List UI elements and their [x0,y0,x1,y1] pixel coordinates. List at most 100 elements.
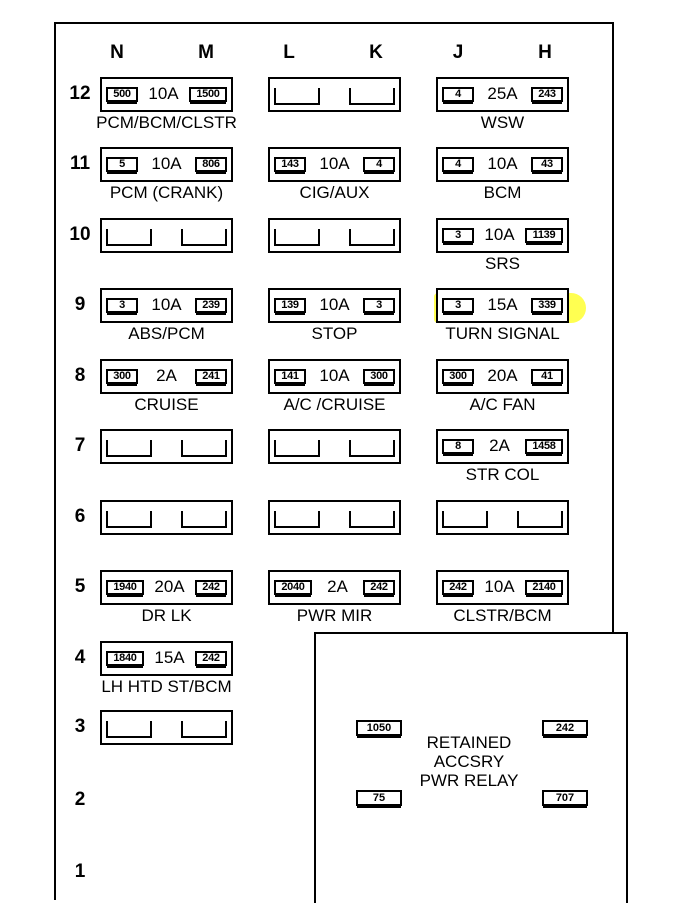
fuse-caption: WSW [480,112,525,132]
fuse-caption: PCM (CRANK) [109,182,224,202]
fuse-terminal-b [349,510,395,528]
fuse-rating: 2A [156,366,177,385]
fuse-terminal-b [181,720,227,738]
fuse-slot: 4 43 10A [436,146,569,182]
fuse-terminal-a: 4 [442,86,474,102]
row-label-4: 4 [74,647,86,668]
fuse-terminal-b: 1500 [189,86,227,102]
fuse-slot: 300 41 20A [436,358,569,394]
fuse-terminal-a: 3 [442,227,474,243]
fuse-slot [268,428,401,464]
fuse-terminal-a: 300 [442,368,474,384]
fuse-terminal-a: 1940 [106,579,144,595]
fuse-terminal-b: 41 [531,368,563,384]
fuse-rating: 10A [148,84,179,103]
fuse-rating: 20A [487,366,518,385]
fuse-terminal-b [349,228,395,246]
fuse-slot: 2040 242 2A [268,569,401,605]
fuse-slot [268,499,401,535]
fuse-rating: 10A [319,154,350,173]
fuse-terminal-a [442,510,488,528]
fuse-terminal-a: 3 [106,297,138,313]
fuse-terminal-b [349,87,395,105]
fuse-rating: 2A [327,577,348,596]
fuse-caption: ABS/PCM [128,323,205,343]
relay-label-line-3: PWR RELAY [419,771,519,790]
fuse-terminal-a: 3 [442,297,474,313]
fuse-terminal-a: 5 [106,156,138,172]
relay-terminal-top-right: 242 [542,720,588,736]
row-label-9: 9 [74,294,86,315]
fuse-terminal-b [181,228,227,246]
fuse-terminal-b: 4 [363,156,395,172]
fuse-terminal-a [106,228,152,246]
column-label-m: M [198,42,214,63]
fuse-terminal-b [181,439,227,457]
column-label-n: N [110,42,124,63]
fuse-terminal-a [106,720,152,738]
row-label-3: 3 [74,716,86,737]
fuse-caption: TURN SIGNAL [445,323,560,343]
fuse-terminal-a: 4 [442,156,474,172]
fuse-caption: STOP [311,323,358,343]
fuse-caption: SRS [485,253,520,273]
fuse-terminal-b: 242 [195,579,227,595]
fuse-rating: 10A [487,154,518,173]
fuse-terminal-b: 300 [363,368,395,384]
row-label-8: 8 [74,365,86,386]
fuse-rating: 2A [489,436,510,455]
fuse-slot: 3 339 15A [436,287,569,323]
fuse-terminal-a: 141 [274,368,306,384]
fuse-rating: 15A [487,295,518,314]
fuse-terminal-a: 2040 [274,579,312,595]
fuse-terminal-a [274,510,320,528]
fuse-rating: 10A [319,366,350,385]
fuse-terminal-a [274,439,320,457]
relay-terminal-bottom-left: 75 [356,790,402,806]
row-label-2: 2 [74,789,86,810]
fuse-terminal-b: 242 [363,579,395,595]
fuse-rating: 10A [151,295,182,314]
column-label-l: L [283,42,295,63]
fuse-terminal-b: 1458 [525,438,563,454]
fuse-slot [100,709,233,745]
relay-label-line-1: RETAINED [426,733,512,752]
fuse-caption: STR COL [465,464,540,484]
fuse-terminal-b: 806 [195,156,227,172]
fuse-terminal-b: 3 [363,297,395,313]
fuse-rating: 10A [151,154,182,173]
fuse-terminal-b [181,510,227,528]
fuse-terminal-b: 243 [531,86,563,102]
fuse-slot [100,217,233,253]
fuse-caption: CLSTR/BCM [453,605,552,625]
fuse-terminal-b: 339 [531,297,563,313]
fuse-caption: BCM [483,182,522,202]
fuse-terminal-b: 242 [195,650,227,666]
fuse-caption: CIG/AUX [299,182,370,202]
row-label-5: 5 [74,576,86,597]
column-label-j: J [452,42,464,63]
fuse-slot: 5 806 10A [100,146,233,182]
fuse-terminal-a: 1840 [106,650,144,666]
fuse-terminal-a [106,510,152,528]
row-label-11: 11 [69,153,91,174]
fuse-caption: CRUISE [134,394,199,414]
column-label-h: H [538,42,552,63]
fuse-rating: 25A [487,84,518,103]
row-label-12: 12 [69,83,91,104]
fuse-terminal-b: 43 [531,156,563,172]
fuse-terminal-b: 1139 [525,227,563,243]
relay-label-line-2: ACCSRY [433,752,505,771]
fuse-caption: A/C /CRUISE [283,394,386,414]
fuse-caption: PWR MIR [296,605,373,625]
